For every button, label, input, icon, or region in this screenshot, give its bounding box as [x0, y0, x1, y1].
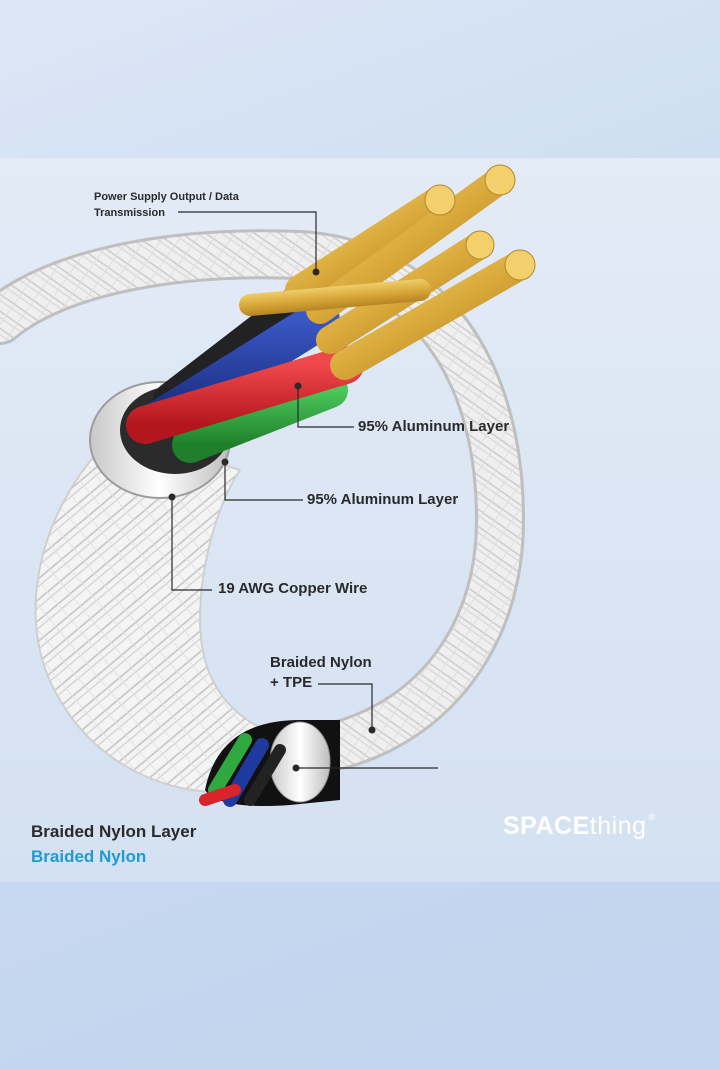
- callout-dots: [168, 268, 376, 772]
- callout-braided-line1: Braided Nylon: [270, 654, 372, 671]
- callout-aluminum-1: 95% Aluminum Layer: [358, 418, 510, 435]
- registered-mark: ®: [648, 812, 656, 822]
- callout-power-line2: Transmission: [94, 207, 165, 219]
- callout-power-line1: Power Supply Output / Data: [94, 191, 239, 203]
- callout-lines: [171, 211, 438, 769]
- spacething-logo: SPACEthing®: [503, 812, 656, 841]
- cable-loop: [0, 229, 526, 770]
- lower-cable-end: [199, 720, 340, 807]
- logo-light-text: thing: [589, 812, 647, 840]
- copper-strands: [239, 164, 536, 380]
- callout-braided-nylon: Braided Nylon + TPE: [270, 653, 372, 693]
- bottom-subtitle: Braided Nylon: [31, 847, 147, 866]
- callout-power-data: Power Supply Output / Data Transmission: [94, 189, 239, 221]
- logo-bold-text: SPACE: [503, 812, 590, 840]
- callout-aluminum-2: 95% Aluminum Layer: [307, 491, 459, 508]
- callout-braided-line2: + TPE: [270, 674, 313, 691]
- bottom-title: Braided Nylon Layer: [31, 822, 197, 841]
- callout-copper-wire: 19 AWG Copper Wire: [218, 580, 368, 597]
- inner-wires: [126, 283, 364, 463]
